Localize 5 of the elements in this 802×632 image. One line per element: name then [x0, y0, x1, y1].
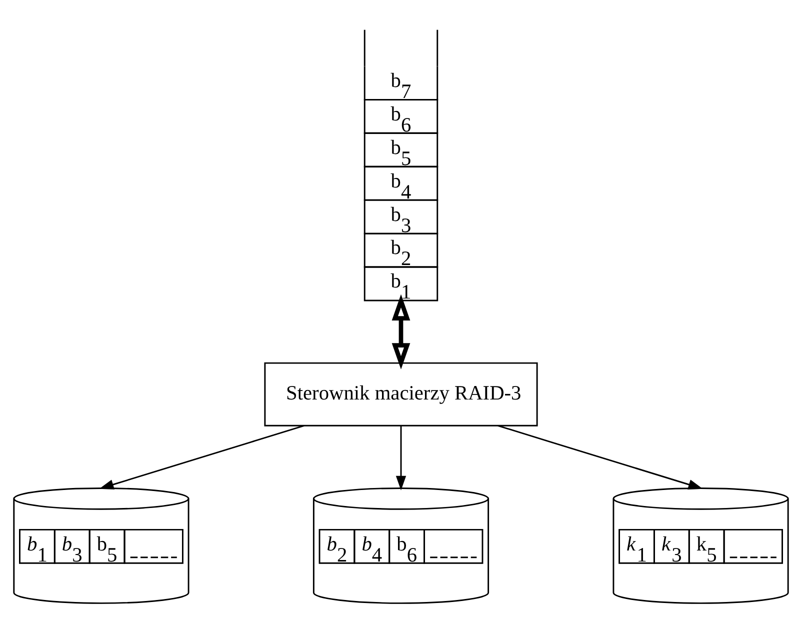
node-box: Sterownik macierzy RAID-3: [264, 362, 538, 426]
arrow: [392, 294, 410, 369]
arrow: [396, 426, 406, 490]
arrow: [99, 424, 304, 489]
arrow: [498, 424, 703, 489]
